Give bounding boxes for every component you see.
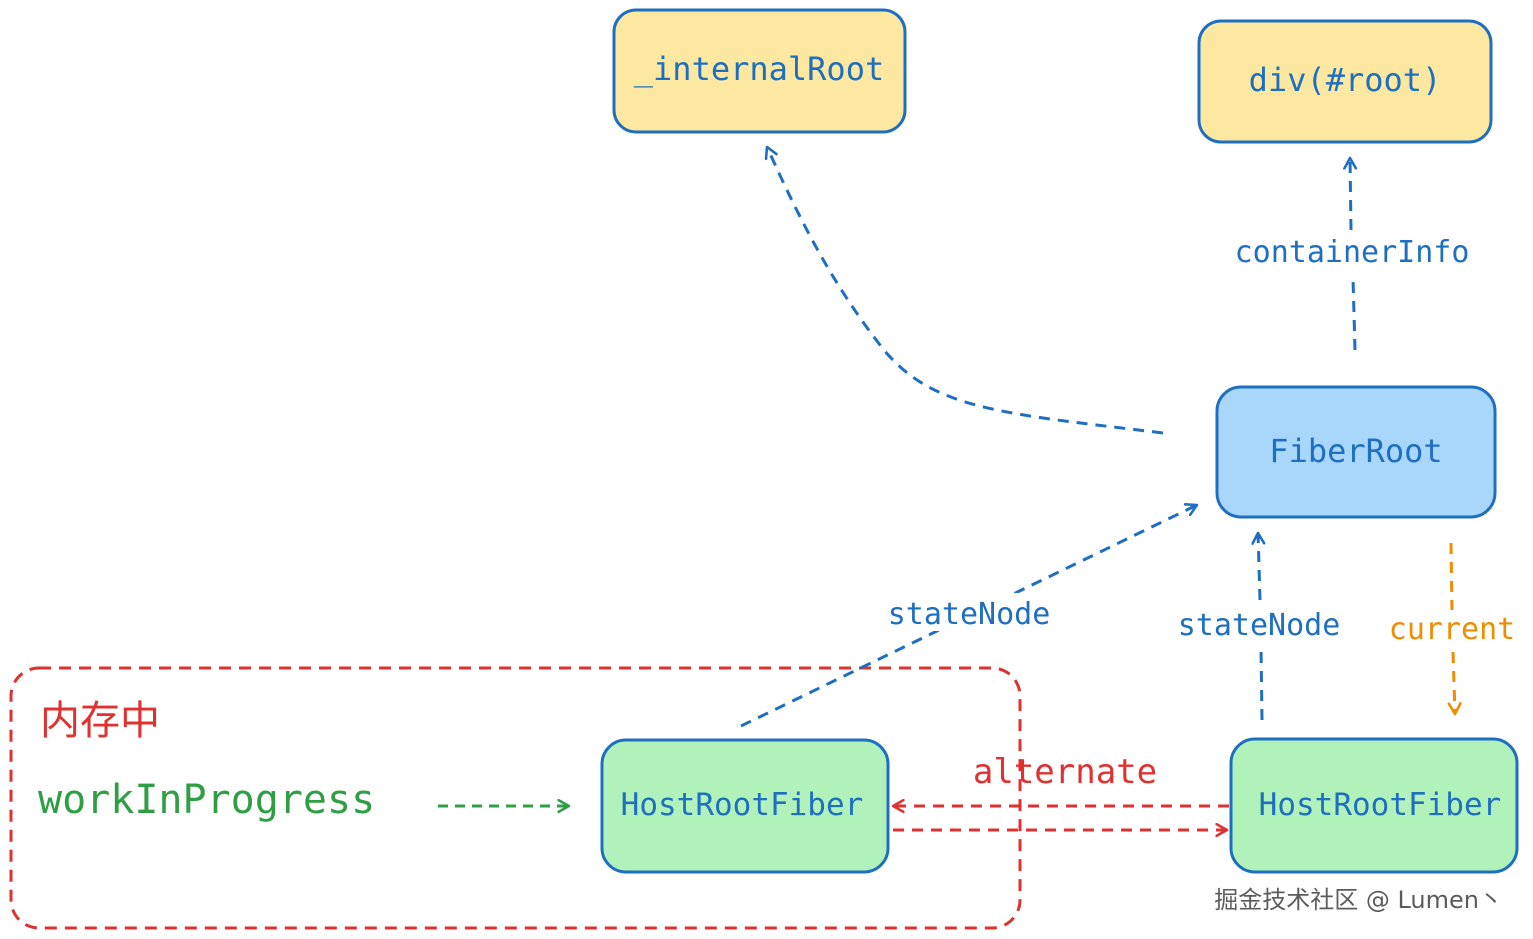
alternate-label: alternate [973,752,1157,792]
fiber-root-label: FiberRoot [1269,432,1442,470]
current-edge-lower [1453,651,1455,714]
fiber-root-node: FiberRoot [1215,385,1497,519]
host-root-fiber-current-node: HostRootFiber [1229,737,1519,874]
watermark: 掘金技术社区 @ Lumen丶 [1214,886,1503,914]
state-node-right-edge-upper [1258,533,1260,601]
state-node-left-label: stateNode [888,597,1051,632]
host-root-fiber-wip-node: HostRootFiber [600,738,890,874]
memory-group-title: 内存中 [40,698,160,744]
host-root-fiber-wip-label: HostRootFiber [621,787,864,823]
state-node-right-edge-lower [1259,647,1264,721]
container-info-edge-lower [1351,277,1357,351]
work-in-progress-label: workInProgress [38,777,375,823]
memory-group-frame [9,666,1022,930]
state-node-right-label: stateNode [1178,608,1341,643]
current-edge-upper [1449,542,1454,611]
container-info-edge-upper [1350,158,1351,231]
container-info-label: containerInfo [1235,235,1470,270]
current-label: current [1389,612,1515,647]
internal-root-label: _internalRoot [634,50,884,88]
host-root-fiber-current-label: HostRootFiber [1259,787,1502,823]
internal-root-node: _internalRoot [612,8,907,134]
div-root-node: div(#root) [1197,19,1493,144]
div-root-label: div(#root) [1249,61,1442,99]
internal-root-edge [767,147,1164,435]
state-node-left-label-bg [880,593,1058,631]
